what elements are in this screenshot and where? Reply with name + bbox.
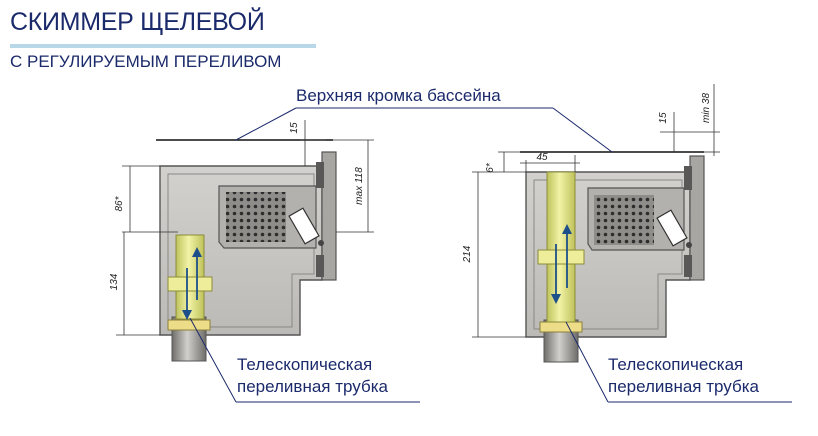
left-flange-clamp-bottom (316, 255, 324, 277)
left-nozzle-ring (167, 319, 211, 331)
right-nozzle-ring (539, 321, 583, 333)
right-dim-height: 214 (462, 245, 473, 263)
right-adjust-arrows (551, 224, 572, 304)
right-tube-label: Телескопическая переливная трубка (608, 354, 759, 398)
left-tube-collar (167, 276, 213, 292)
right-dim-top-gap: 15 (658, 112, 669, 124)
right-flange-clamp-bottom (684, 255, 692, 277)
callout-leaders (189, 107, 792, 403)
right-tube-label-line1: Телескопическая (608, 355, 744, 374)
title-underline (10, 44, 316, 48)
left-flange (321, 151, 337, 281)
right-flap-hinge (686, 242, 692, 248)
page-title: СКИММЕР ЩЕЛЕВОЙ (10, 8, 265, 36)
left-tube-label-line2: переливная трубка (237, 377, 388, 396)
right-perforated-screen (594, 195, 654, 245)
right-body-inner-outline (533, 179, 683, 330)
left-skimmer: 86* 134 max 118 15 (109, 120, 374, 362)
right-dimension-lines (472, 84, 720, 338)
right-tube-label-line2: переливная трубка (608, 377, 759, 396)
left-flap-hinge (318, 240, 324, 246)
left-dim-front: 86* (114, 195, 125, 211)
right-skimmer: 6* 45 15 min 38 214 (462, 84, 720, 363)
right-telescopic-tube (546, 171, 576, 323)
left-flange-clamp-top (316, 162, 324, 188)
right-weir-flap (656, 209, 688, 247)
page-subtitle: С РЕГУЛИРУЕМЫМ ПЕРЕЛИВОМ (10, 52, 282, 71)
left-dim-max-height: max 118 (354, 167, 365, 205)
left-dim-top-gap: 15 (289, 122, 300, 134)
left-tube-label-line1: Телескопическая (237, 355, 373, 374)
right-dim-width: 45 (536, 152, 548, 163)
top-edge-label: Верхняя кромка бассейна (296, 86, 501, 105)
right-dim-min: min 38 (701, 93, 712, 123)
right-dim-offset: 6* (485, 162, 496, 173)
left-perforated-screen (226, 192, 286, 242)
left-dim-tube: 134 (109, 273, 120, 290)
left-weir-flap (288, 207, 320, 245)
right-flange-clamp-top (684, 166, 692, 190)
left-tube-label: Телескопическая переливная трубка (237, 354, 388, 398)
left-dimension-lines (116, 120, 374, 336)
right-flange (689, 155, 705, 281)
left-adjust-arrows (182, 247, 202, 320)
right-tube-collar (537, 249, 585, 265)
